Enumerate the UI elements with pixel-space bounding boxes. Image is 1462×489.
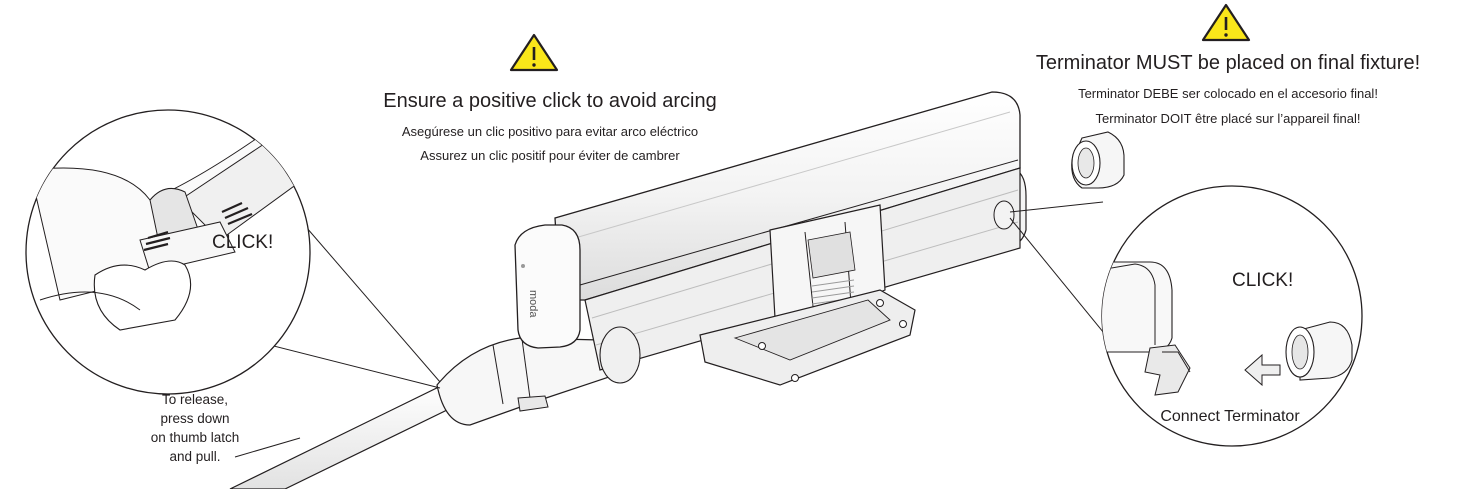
center-warning-french: Assurez un clic positif pour éviter de c…	[420, 148, 680, 163]
center-warning-spanish: Asegúrese un clic positivo para evitar a…	[401, 124, 699, 139]
right-warning-title: Terminator MUST be placed on final fixtu…	[1035, 52, 1421, 74]
right-click-label: CLICK!	[1232, 270, 1294, 291]
left-click-label: CLICK!	[212, 232, 274, 253]
left-detail-magnifier	[25, 109, 311, 395]
cable-connector	[436, 337, 617, 426]
release-line: and pull.	[169, 449, 221, 464]
terminator-piece	[1071, 131, 1125, 189]
release-line: on thumb latch	[150, 430, 240, 445]
release-line: press down	[160, 411, 230, 426]
light-fixture: moda	[514, 91, 1027, 386]
warning-triangle-icon	[1201, 3, 1251, 42]
release-instructions: To release, press down on thumb latch an…	[120, 390, 270, 466]
right-warning-french: Terminator DOIT être placé sur l’apparei…	[1095, 111, 1361, 126]
center-warning-title: Ensure a positive click to avoid arcing	[383, 90, 717, 112]
right-detail-magnifier	[1101, 185, 1363, 447]
brand-mark: moda	[527, 290, 539, 318]
warning-triangle-icon	[509, 33, 559, 72]
arrow-left-icon	[1244, 353, 1281, 387]
release-line: To release,	[161, 392, 229, 407]
connect-terminator-label: Connect Terminator	[1160, 408, 1300, 425]
right-warning-spanish: Terminator DEBE ser colocado en el acces…	[1078, 86, 1378, 101]
